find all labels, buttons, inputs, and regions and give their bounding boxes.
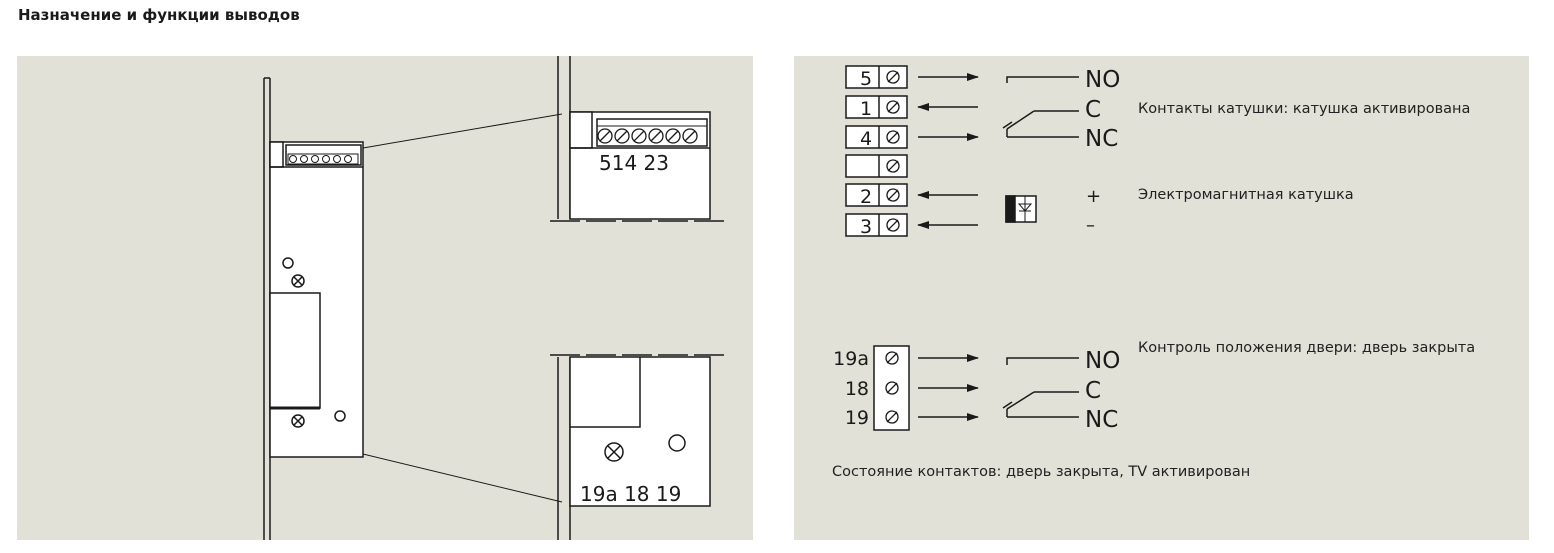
- wiring-panel: 5 1 4 2 3 NO C NC + – 19a 18 19 NO C NC …: [794, 56, 1529, 540]
- contact-label-nc: NC: [1085, 126, 1118, 152]
- door-contact-label-nc: NC: [1085, 407, 1118, 433]
- coil-description: Электромагнитная катушка: [1138, 187, 1354, 203]
- coil-minus-sign: –: [1086, 215, 1095, 236]
- coil-terminal-strip: [845, 65, 908, 237]
- door-terminal-label: 19: [845, 407, 869, 429]
- door-contact-label-c: C: [1085, 378, 1101, 404]
- coil-terminal-label: 4: [860, 128, 872, 150]
- door-contact-label-no: NO: [1085, 348, 1120, 374]
- contact-label-c: C: [1085, 97, 1101, 123]
- door-contacts-description: Контроль положения двери: дверь закрыта: [1138, 340, 1476, 356]
- coil-plus-sign: +: [1086, 186, 1101, 207]
- door-terminal-label: 19a: [833, 348, 869, 370]
- door-terminal-label: 18: [845, 378, 869, 400]
- bottom-terminal-numbers: 19a 18 19: [580, 482, 681, 506]
- contact-state-note: Состояние контактов: дверь закрыта, TV а…: [832, 464, 1251, 480]
- coil-contacts-description: Контакты катушки: катушка активирована: [1138, 101, 1471, 117]
- coil-terminal-label: 1: [860, 98, 872, 120]
- contact-label-no: NO: [1085, 67, 1120, 93]
- lock-drawing: 514 23 19a 18 19: [263, 56, 730, 540]
- lock-drawing-panel: 514 23 19a 18 19: [17, 56, 753, 540]
- coil-terminal-label: 3: [860, 216, 872, 238]
- wiring-diagram: 5 1 4 2 3 NO C NC + – 19a 18 19 NO C NC: [833, 65, 1120, 433]
- page-title: Назначение и функции выводов: [18, 6, 300, 24]
- top-terminal-numbers: 514 23: [599, 151, 669, 175]
- coil-terminal-label: 2: [860, 186, 872, 208]
- coil-terminal-label: 5: [860, 68, 872, 90]
